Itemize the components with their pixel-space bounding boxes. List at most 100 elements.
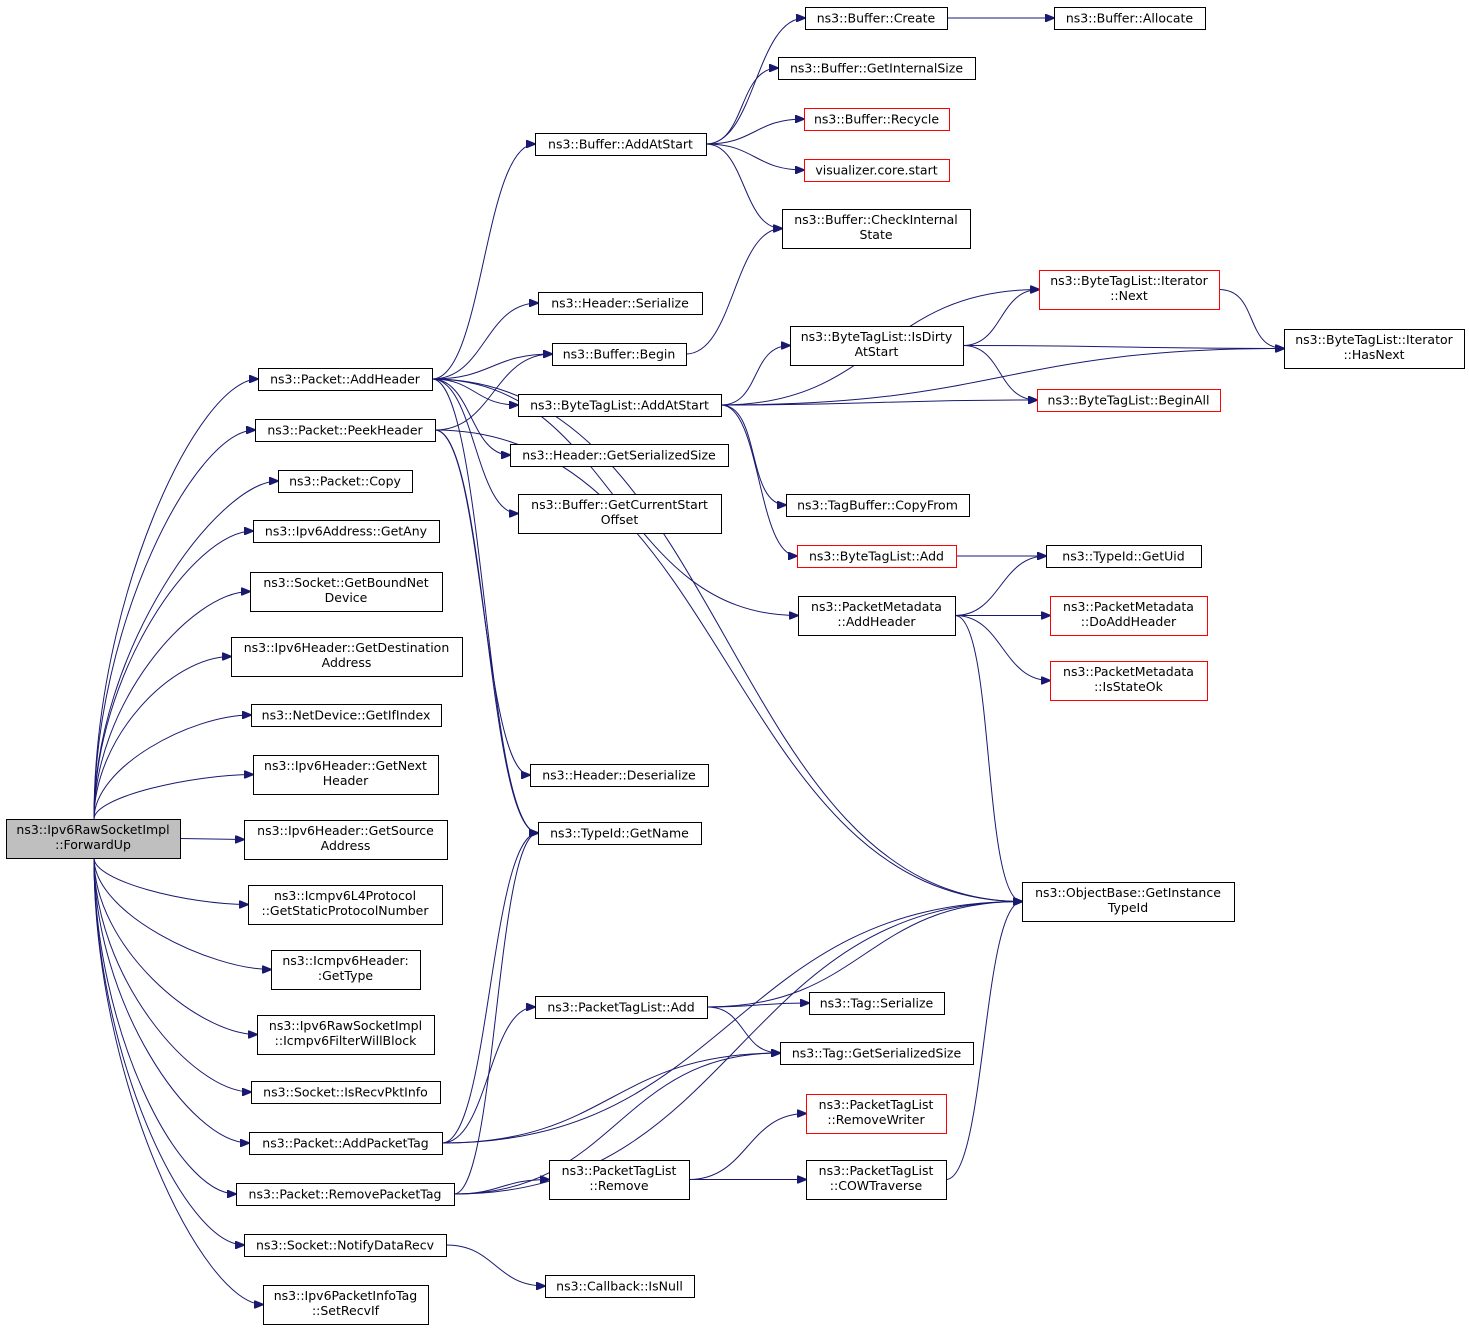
node-headerDeserialize[interactable]: ns3::Header::Deserialize [530, 764, 709, 787]
edge-bufAddAtStart-to-bufCreate [705, 18, 805, 145]
node-tagSerialize[interactable]: ns3::Tag::Serialize [809, 992, 945, 1015]
node-pmIsStateOk[interactable]: ns3::PacketMetadata::IsStateOk [1050, 661, 1208, 701]
node-label: ns3::Ipv6RawSocketImpl::ForwardUp [16, 822, 169, 852]
node-box [244, 820, 448, 860]
node-getAny[interactable]: ns3::Ipv6Address::GetAny [253, 520, 440, 543]
edge-root-to-getIfIndex [93, 715, 251, 820]
node-label: ns3::Ipv6PacketInfoTag::SetRecvIf [274, 1288, 418, 1318]
node-vizStart[interactable]: visualizer.core.start [804, 159, 950, 182]
node-label: ns3::ByteTagList::AddAtStart [530, 398, 709, 413]
edge-peekHeader-to-typeIdGetName [434, 429, 538, 833]
node-getStaticProto[interactable]: ns3::Icmpv6L4Protocol::GetStaticProtocol… [248, 885, 443, 925]
node-bufCreate[interactable]: ns3::Buffer::Create [805, 7, 948, 30]
node-copy[interactable]: ns3::Packet::Copy [278, 470, 413, 493]
node-headerSerialize[interactable]: ns3::Header::Serialize [538, 292, 703, 315]
node-addHeader[interactable]: ns3::Packet::AddHeader [258, 368, 433, 391]
node-label: ns3::ByteTagList::Iterator::HasNext [1295, 332, 1453, 362]
edge-addPacketTag-to-typeIdGetName [441, 833, 538, 1144]
node-ptlCowTraverse[interactable]: ns3::PacketTagList::COWTraverse [806, 1160, 947, 1200]
node-tagBufCopyFrom[interactable]: ns3::TagBuffer::CopyFrom [786, 494, 970, 517]
edge-root-to-addHeader [93, 379, 258, 820]
node-btlAdd[interactable]: ns3::ByteTagList::Add [797, 545, 957, 568]
node-bufGetInternalSize[interactable]: ns3::Buffer::GetInternalSize [778, 57, 976, 80]
node-root[interactable]: ns3::Ipv6RawSocketImpl::ForwardUp [6, 819, 181, 859]
node-bufAllocate[interactable]: ns3::Buffer::Allocate [1054, 7, 1206, 30]
node-box [248, 885, 443, 925]
node-bufAddAtStart[interactable]: ns3::Buffer::AddAtStart [535, 133, 707, 156]
node-getIfIndex[interactable]: ns3::NetDevice::GetIfIndex [251, 704, 442, 727]
node-box [805, 7, 948, 30]
node-typeIdGetName[interactable]: ns3::TypeId::GetName [538, 822, 702, 845]
node-ptlRemoveWriter[interactable]: ns3::PacketTagList::RemoveWriter [806, 1094, 947, 1134]
node-label: ns3::PacketMetadata::DoAddHeader [1063, 599, 1194, 629]
edge-btlAddAtStart-to-btlAdd [720, 404, 797, 556]
node-box [530, 764, 709, 787]
node-headerGetSerSize[interactable]: ns3::Header::GetSerializedSize [510, 444, 729, 467]
node-peekHeader[interactable]: ns3::Packet::PeekHeader [255, 419, 436, 442]
node-label: ns3::Buffer::Recycle [814, 112, 939, 127]
edge-btlAddAtStart-to-tagBufCopyFrom [720, 404, 786, 505]
node-bufRecycle[interactable]: ns3::Buffer::Recycle [804, 108, 950, 131]
node-label: ns3::Socket::IsRecvPktInfo [263, 1085, 428, 1100]
node-setRecvIf[interactable]: ns3::Ipv6PacketInfoTag::SetRecvIf [263, 1285, 429, 1325]
node-label: ns3::PacketMetadata::AddHeader [811, 599, 942, 629]
node-box [804, 159, 950, 182]
node-box [510, 444, 729, 467]
node-pmAddHeader[interactable]: ns3::PacketMetadata::AddHeader [798, 596, 956, 636]
node-box [549, 1160, 690, 1200]
node-addPacketTag[interactable]: ns3::Packet::AddPacketTag [249, 1132, 443, 1155]
node-pmDoAddHeader[interactable]: ns3::PacketMetadata::DoAddHeader [1050, 596, 1208, 636]
node-box [251, 1081, 441, 1104]
node-btlIterHasNext[interactable]: ns3::ByteTagList::Iterator::HasNext [1284, 329, 1465, 369]
node-box [263, 1285, 429, 1325]
node-box [1022, 882, 1235, 922]
node-btlBeginAll[interactable]: ns3::ByteTagList::BeginAll [1037, 389, 1221, 412]
node-box [253, 520, 440, 543]
node-label: ns3::Ipv6RawSocketImpl::Icmpv6FilterWill… [269, 1018, 422, 1048]
edge-root-to-icmpGetType [93, 857, 271, 970]
edge-root-to-getDestAddr [93, 657, 231, 820]
node-box [255, 419, 436, 442]
node-icmpGetType[interactable]: ns3::Icmpv6Header::GetType [271, 950, 421, 990]
node-box [1046, 545, 1202, 568]
edge-ptlRemove-to-ptlRemoveWriter [688, 1114, 806, 1180]
node-callbackIsNull[interactable]: ns3::Callback::IsNull [545, 1275, 695, 1298]
edge-btlIsDirty-to-btlIterNext [962, 290, 1039, 346]
node-tagGetSerSize[interactable]: ns3::Tag::GetSerializedSize [780, 1042, 974, 1065]
edge-bufBegin-to-bufCheckInternal [685, 229, 782, 355]
node-label: ns3::ByteTagList::Iterator::Next [1050, 273, 1208, 303]
node-label: ns3::PacketMetadata::IsStateOk [1063, 664, 1194, 694]
node-ptlRemove[interactable]: ns3::PacketTagList::Remove [549, 1160, 690, 1200]
node-label: ns3::Buffer::AddAtStart [548, 137, 693, 152]
node-typeIdGetUid[interactable]: ns3::TypeId::GetUid [1046, 545, 1202, 568]
node-box [782, 209, 971, 249]
node-isRecvPktInfo[interactable]: ns3::Socket::IsRecvPktInfo [251, 1081, 441, 1104]
node-box [535, 133, 707, 156]
node-box [804, 108, 950, 131]
node-label: ns3::PacketTagList::Remove [562, 1163, 677, 1193]
node-ptlAdd[interactable]: ns3::PacketTagList::Add [535, 996, 708, 1019]
node-box [231, 637, 463, 677]
node-box [518, 494, 722, 534]
node-box [1054, 7, 1206, 30]
node-btlIterNext[interactable]: ns3::ByteTagList::Iterator::Next [1039, 270, 1220, 310]
node-bufBegin[interactable]: ns3::Buffer::Begin [552, 343, 687, 366]
edge-root-to-getSourceAddr [179, 839, 244, 840]
node-btlAddAtStart[interactable]: ns3::ByteTagList::AddAtStart [518, 394, 722, 417]
node-filterWillBlock[interactable]: ns3::Ipv6RawSocketImpl::Icmpv6FilterWill… [257, 1015, 435, 1055]
edge-addPacketTag-to-tagGetSerSize [441, 1053, 780, 1144]
node-notifyDataRecv[interactable]: ns3::Socket::NotifyDataRecv [244, 1234, 447, 1257]
node-box [258, 368, 433, 391]
node-box [809, 992, 945, 1015]
node-removePacketTag[interactable]: ns3::Packet::RemovePacketTag [236, 1183, 455, 1206]
